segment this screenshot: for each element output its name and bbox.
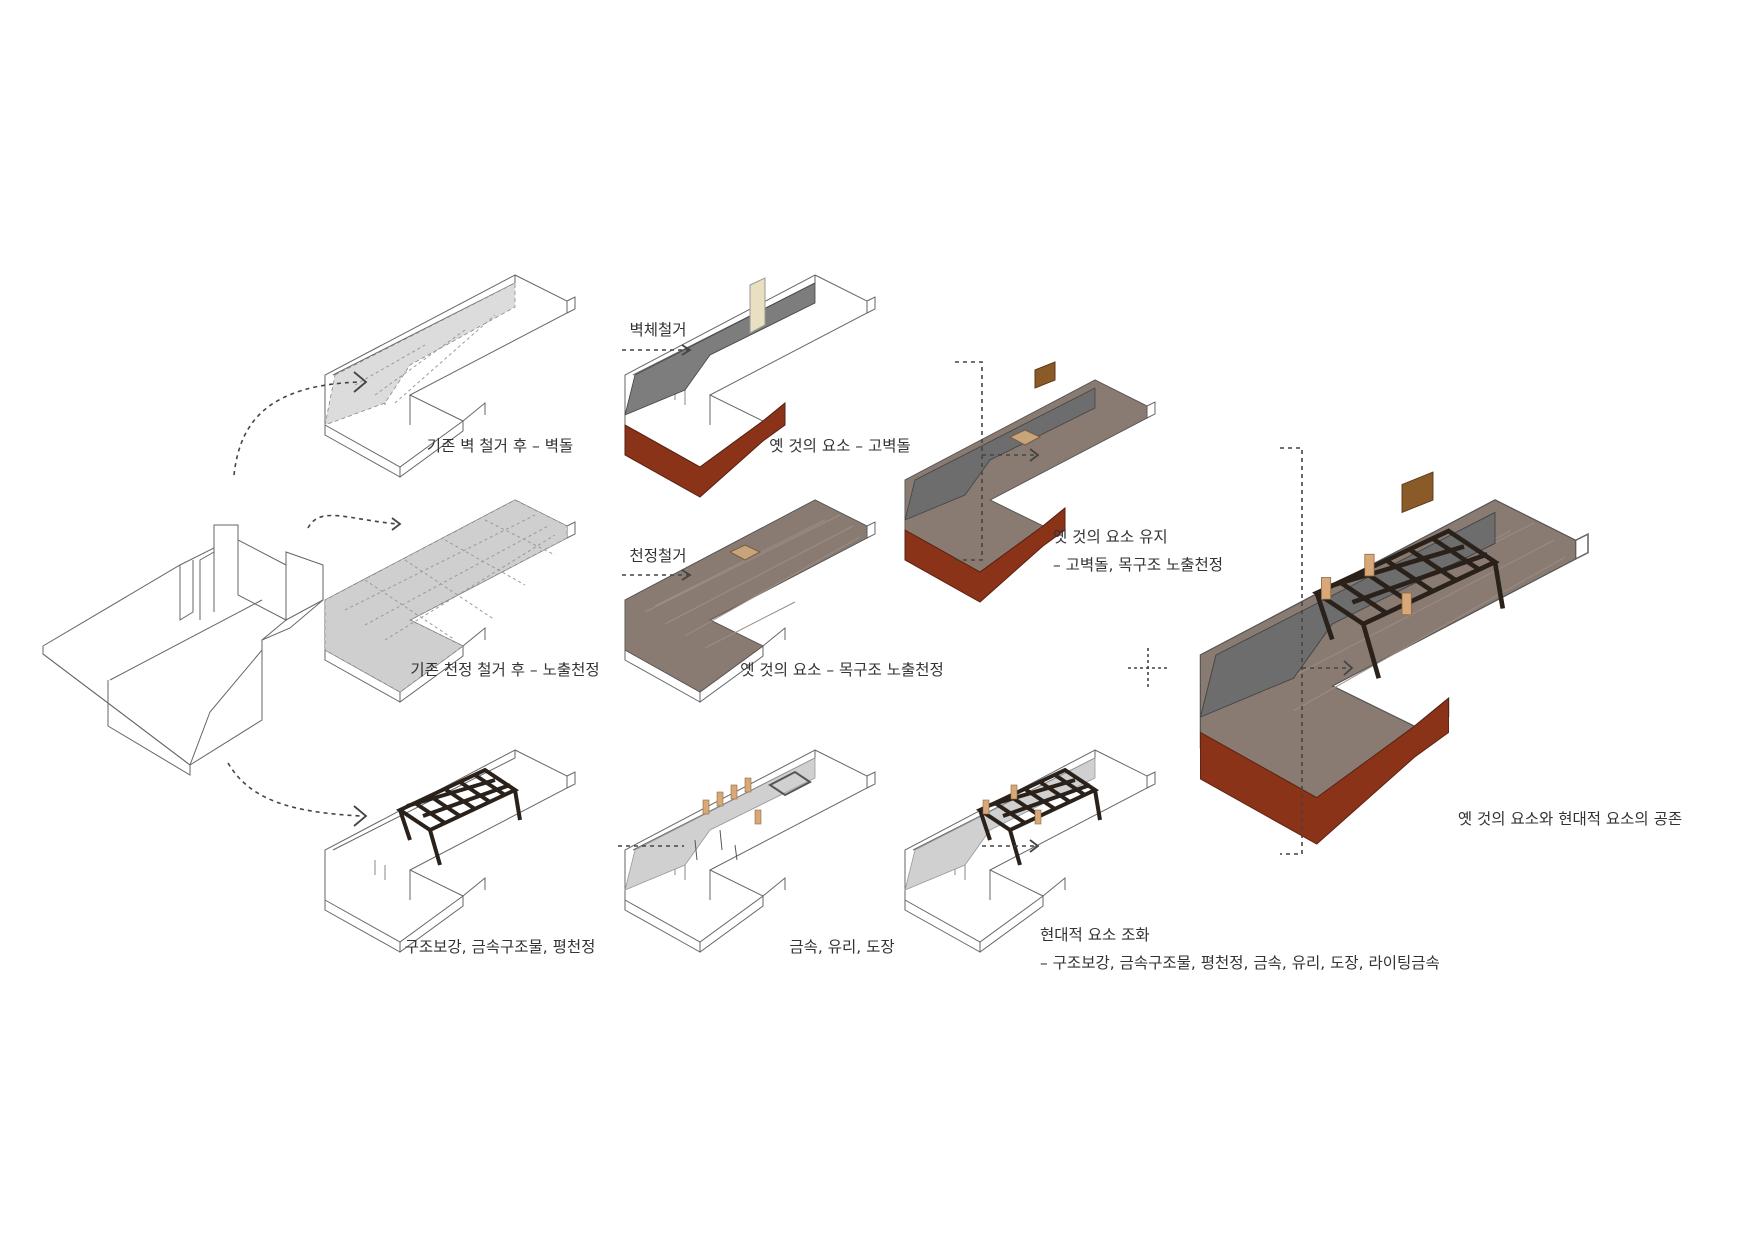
label-materials: 금속, 유리, 도장 (789, 938, 895, 956)
existing-building-drawing (42, 524, 324, 776)
label-keep-old-title: 옛 것의 요소 유지 (1053, 528, 1168, 546)
arrowhead-icon (1029, 839, 1040, 853)
label-structure: 구조보강, 금속구조물, 평천정 (404, 938, 596, 956)
coexistence-drawing (1199, 471, 1589, 845)
materials-drawing (624, 749, 876, 953)
label-modern-title: 현대적 요소 조화 (1040, 926, 1150, 944)
old-brick-drawing (624, 274, 876, 498)
wall-removed-drawing (324, 274, 576, 478)
arrowhead-icon (681, 569, 692, 581)
ceiling-removed-drawing (324, 499, 576, 703)
curved-arrow-to-wall (233, 381, 361, 476)
arrowhead-icon (391, 517, 402, 531)
bracket-final (1280, 447, 1303, 855)
arrowhead-icon (1029, 448, 1040, 462)
label-ceiling-removed: 기존 천정 철거 후 – 노출천정 (410, 661, 600, 679)
curved-arrow-to-ceiling (307, 514, 399, 529)
label-old-wood-ceiling: 옛 것의 요소 – 목구조 노출천정 (740, 661, 944, 679)
curved-arrow-to-structure (227, 762, 361, 817)
label-wall-demolition: 벽체철거 (629, 321, 687, 339)
arrowhead-icon (681, 344, 692, 356)
label-ceiling-demolition: 천정철거 (629, 547, 687, 565)
arrowheads (353, 344, 1354, 853)
modern-elements-drawing (904, 749, 1156, 953)
plus-sign (1128, 648, 1168, 690)
label-wall-removed: 기존 벽 철거 후 – 벽돌 (426, 437, 574, 455)
label-coexistence: 옛 것의 요소와 현대적 요소의 공존 (1457, 810, 1683, 828)
arrowhead-icon (1343, 660, 1354, 676)
arrowhead-icon (353, 805, 368, 827)
flow-connectors (227, 349, 1350, 855)
label-old-brick: 옛 것의 요소 – 고벽돌 (769, 437, 911, 455)
old-wood-ceiling-drawing (624, 499, 876, 703)
label-modern-detail: – 구조보강, 금속구조물, 평천정, 금속, 유리, 도장, 라이팅금속 (1040, 954, 1440, 972)
keep-old-drawing (904, 361, 1156, 603)
structure-drawing (324, 749, 576, 953)
arrowhead-icon (353, 371, 368, 393)
label-keep-old-detail: – 고벽돌, 목구조 노출천정 (1053, 556, 1224, 574)
